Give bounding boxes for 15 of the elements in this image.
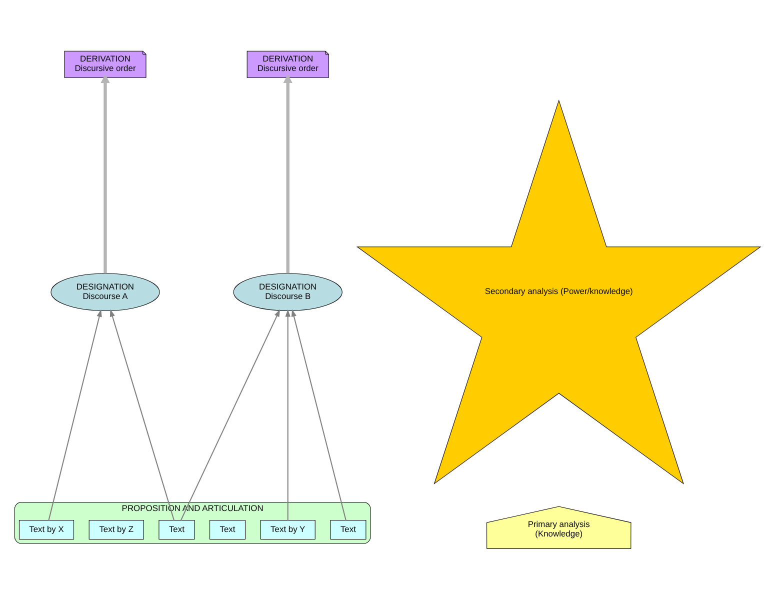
node-ellipse: DESIGNATION Discourse A [50,272,160,310]
arrow [110,308,174,520]
arrow [48,308,102,520]
node-ellipse: DESIGNATION Discourse B [233,272,342,310]
node-box: Text by Z [88,519,144,540]
arrow [285,308,290,520]
arrow [291,308,346,520]
node-box: Text [210,519,246,540]
arrow [180,308,280,520]
arrow [100,74,110,273]
node-box: Text by X [18,519,74,540]
node-box: Text by Y [260,519,316,540]
node-box: Text [158,519,195,540]
arrow [283,74,292,273]
node-box: Text [330,519,366,540]
